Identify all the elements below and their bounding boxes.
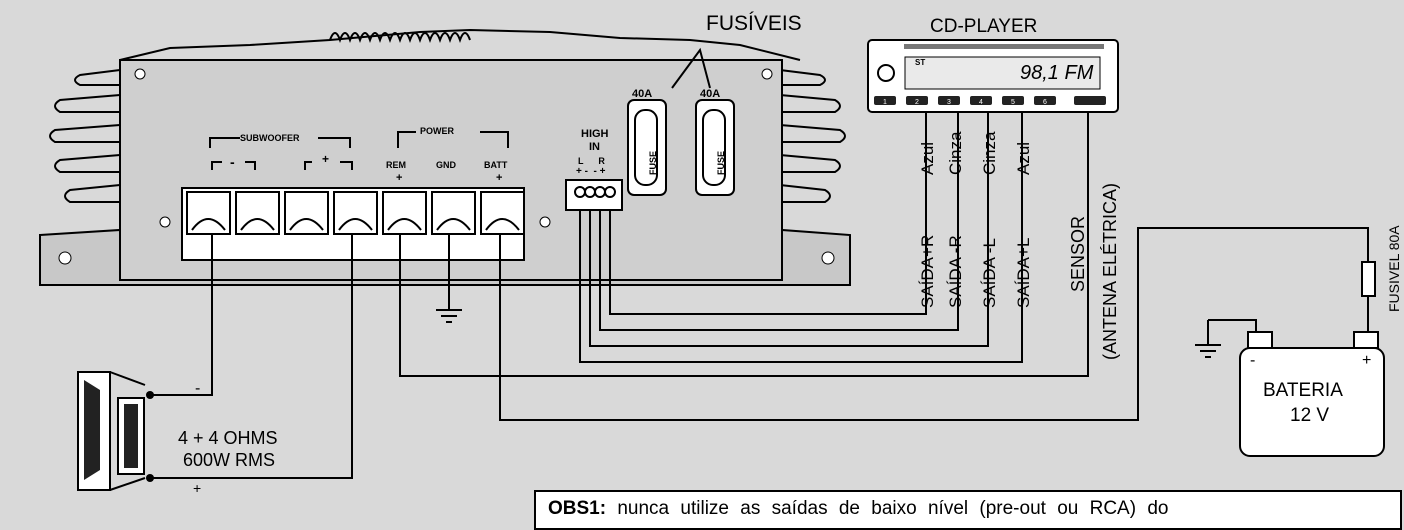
- signal-wires: [150, 112, 1369, 479]
- output-label-4: SAÍDA+L: [1014, 237, 1033, 308]
- rem-label: REM: [386, 160, 406, 170]
- note-text: nunca utilize as saídas de baixo nível (…: [617, 498, 1169, 519]
- cd-player: [867, 39, 1119, 113]
- subwoofer-speaker: [77, 371, 154, 491]
- sub-minus: -: [230, 154, 235, 170]
- cd-preset-button: 2: [915, 99, 919, 106]
- battery-plus: +: [1362, 352, 1372, 369]
- battery-label: BATERIA: [1263, 380, 1343, 401]
- cd-preset-button: 6: [1043, 99, 1047, 106]
- fuse-80a: [1361, 261, 1376, 297]
- gnd-label: GND: [436, 160, 456, 170]
- speaker-spec-1: 4 + 4 OHMS: [178, 428, 278, 448]
- wire-color-2: Cinza: [946, 131, 965, 175]
- note-title: OBS1:: [548, 498, 607, 519]
- sensor-label: SENSOR: [1068, 215, 1088, 292]
- speaker-spec-2: 600W RMS: [183, 450, 276, 470]
- output-label-2: SAÍDA -R: [946, 235, 965, 308]
- fuse-text-1: FUSE: [648, 150, 658, 175]
- fuse-holders: [627, 99, 735, 196]
- batt-label: BATT: [484, 160, 508, 170]
- cd-player-label: CD-PLAYER: [930, 16, 1038, 37]
- speaker-plus: +: [193, 480, 202, 496]
- cd-preset-button: 1: [883, 99, 887, 106]
- high-in-label-2: IN: [589, 141, 600, 153]
- wiring-diagram: 1 2 3 4 5 6: [39, 28, 1385, 491]
- amplifier-heatsink: [49, 28, 846, 203]
- high-in-connector: [565, 179, 623, 211]
- battery: [1239, 331, 1385, 457]
- wire-color-1: Azul: [918, 141, 937, 175]
- cd-preset-button: 4: [979, 99, 983, 106]
- cd-preset-button: 5: [1011, 99, 1015, 106]
- high-in-label: HIGH: [581, 128, 609, 140]
- subwoofer-label: SUBWOOFER: [240, 133, 300, 143]
- fuse-text-2: FUSE: [716, 150, 726, 175]
- amplifier-base: [39, 228, 851, 286]
- output-label-3: SAÍDA -L: [980, 238, 999, 308]
- cd-frequency: 98,1 FM: [1020, 62, 1094, 84]
- fuse-rating-2: 40A: [700, 88, 721, 100]
- high-in-signs: + - - +: [576, 166, 606, 177]
- cd-st-indicator: ST: [915, 58, 926, 67]
- batt-plus: +: [496, 172, 503, 184]
- fusiveis-label: FUSÍVEIS: [706, 12, 802, 35]
- wire-color-4: Azul: [1014, 141, 1033, 175]
- sensor-sublabel: (ANTENA ELÉTRICA): [1100, 182, 1120, 360]
- sub-plus: +: [322, 152, 330, 166]
- high-in-lr: L R: [578, 156, 605, 166]
- fuse-rating-1: 40A: [632, 88, 653, 100]
- rem-plus: +: [396, 172, 403, 184]
- speaker-minus: -: [195, 380, 201, 397]
- battery-voltage: 12 V: [1290, 405, 1330, 426]
- output-label-1: SAÍDA+R: [918, 234, 937, 308]
- battery-minus: -: [1250, 352, 1256, 369]
- wire-color-3: Cinza: [980, 131, 999, 175]
- fusivel-80a-label: FUSIVEL 80A: [1386, 225, 1402, 312]
- power-label: POWER: [420, 126, 455, 136]
- cd-preset-button: 3: [947, 99, 951, 106]
- warning-note: OBS1: nunca utilize as saídas de baixo n…: [534, 490, 1402, 530]
